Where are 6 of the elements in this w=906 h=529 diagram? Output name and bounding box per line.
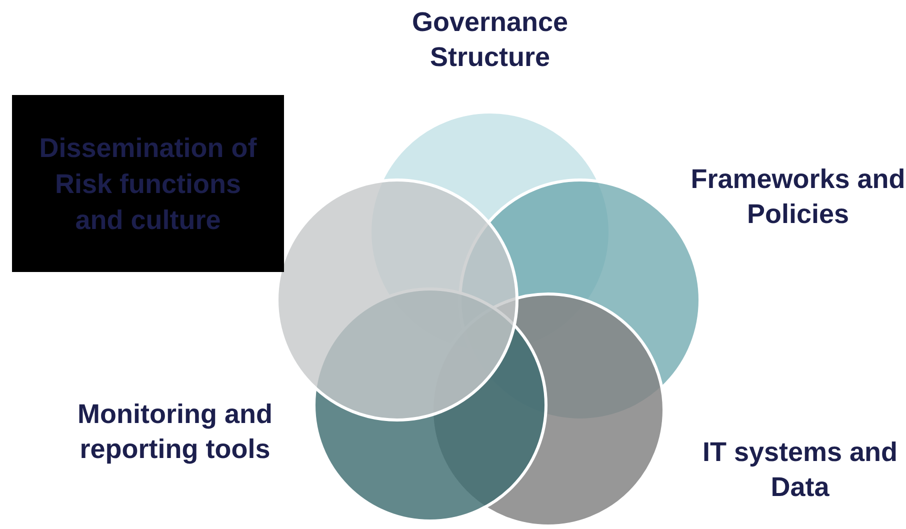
circle-label: Governance Structure: [410, 6, 570, 74]
circle-label: Frameworks and Policies: [690, 163, 906, 231]
box-label: Dissemination of Risk functions and culture: [38, 132, 258, 236]
text-box: [12, 95, 284, 272]
circle-label: Monitoring and reporting tools: [76, 398, 274, 466]
circle-label: IT systems and Data: [701, 436, 899, 504]
